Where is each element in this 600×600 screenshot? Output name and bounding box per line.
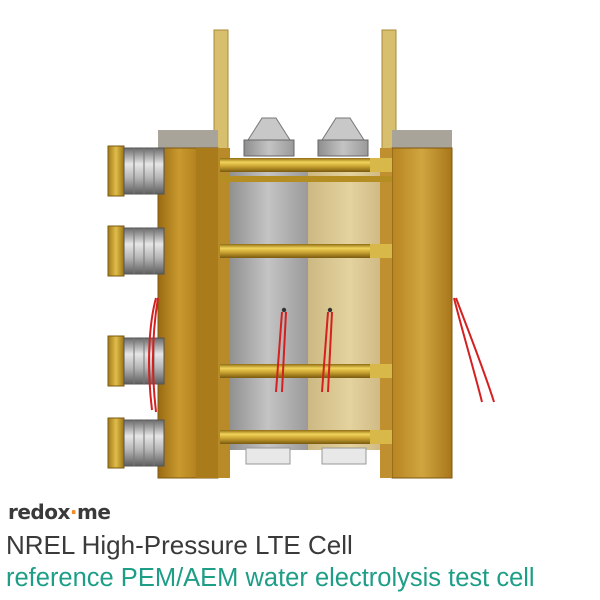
tie-rods bbox=[220, 158, 392, 444]
left-fittings bbox=[107, 145, 165, 469]
top-bolts bbox=[243, 117, 369, 157]
cell-body bbox=[228, 160, 392, 450]
redoxme-logo: redox·me bbox=[8, 500, 111, 524]
bottom-fittings bbox=[245, 447, 367, 465]
product-subtitle: reference PEM/AEM water electrolysis tes… bbox=[6, 564, 535, 592]
sensor-wires bbox=[148, 297, 495, 413]
product-title: NREL High-Pressure LTE Cell bbox=[6, 530, 353, 560]
right-end-plate bbox=[380, 147, 453, 479]
left-end-plate bbox=[157, 147, 230, 479]
electrolysis-cell-render bbox=[107, 29, 495, 479]
